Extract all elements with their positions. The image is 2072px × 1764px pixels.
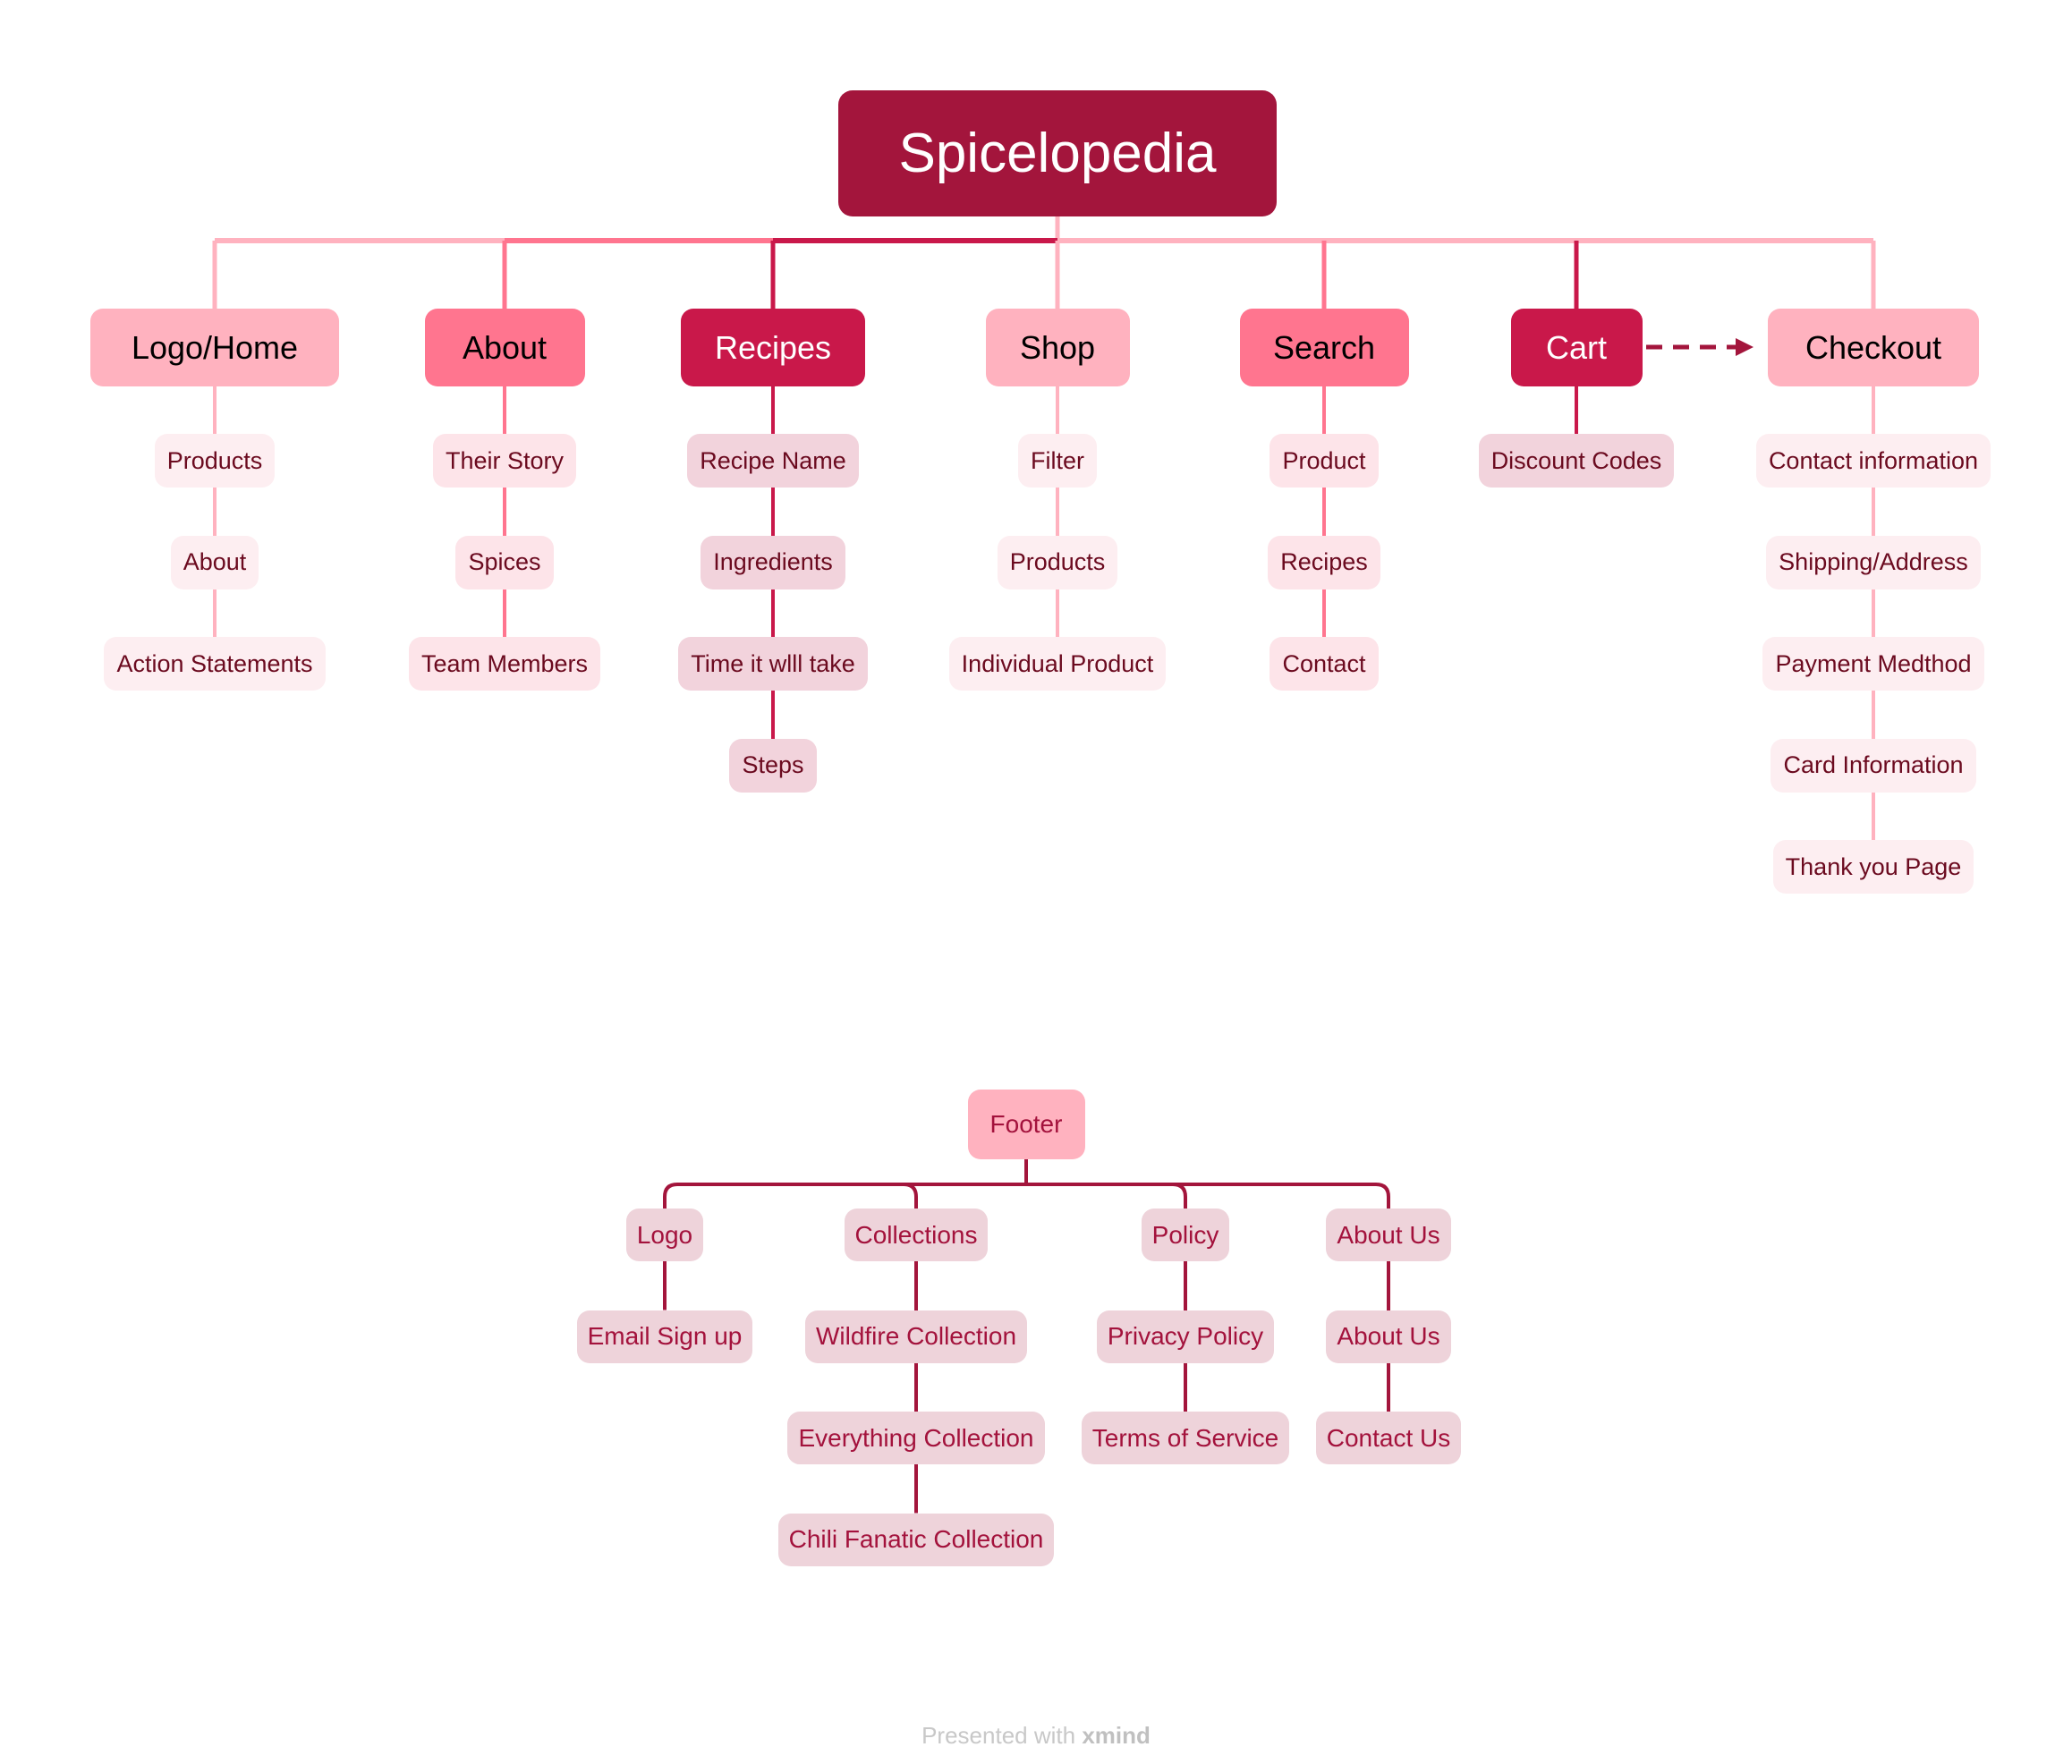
subtopic-recipes-steps-label: Steps xyxy=(742,751,804,778)
topic-logo-home[interactable]: Logo/Home xyxy=(90,309,339,386)
subtopic-recipes-time-it-wlll-take[interactable]: Time it wlll take xyxy=(678,637,868,691)
footer-item-collections-wildfire-collection[interactable]: Wildfire Collection xyxy=(804,1310,1028,1363)
footer-item-collections-wildfire-collection-label: Wildfire Collection xyxy=(815,1322,1017,1350)
footer-group-logo[interactable]: Logo xyxy=(625,1209,704,1261)
subtopic-logo-home-about[interactable]: About xyxy=(170,535,259,589)
subtopic-checkout-thank-you-page[interactable]: Thank you Page xyxy=(1772,840,1974,894)
subtopic-cart-discount-codes-label: Discount Codes xyxy=(1490,446,1662,474)
subtopic-shop-filter-label: Filter xyxy=(1031,446,1084,474)
subtopic-recipes-time-it-wlll-take-label: Time it wlll take xyxy=(691,649,855,677)
subtopic-logo-home-action-statements[interactable]: Action Statements xyxy=(104,637,326,691)
subtopic-logo-home-products[interactable]: Products xyxy=(154,434,276,488)
footer-group-collections-label: Collections xyxy=(854,1220,978,1249)
footer-group-policy[interactable]: Policy xyxy=(1141,1209,1230,1261)
subtopic-logo-home-action-statements-label: Action Statements xyxy=(116,649,313,677)
footer-item-policy-terms-of-service[interactable]: Terms of Service xyxy=(1081,1412,1290,1464)
watermark-brand: xmind xyxy=(1082,1722,1151,1749)
subtopic-recipes-recipe-name-label: Recipe Name xyxy=(700,446,846,474)
subtopic-cart-discount-codes[interactable]: Discount Codes xyxy=(1478,434,1675,488)
footer-group-collections[interactable]: Collections xyxy=(844,1209,989,1261)
footer-item-collections-everything-collection-label: Everything Collection xyxy=(798,1423,1034,1452)
footer-item-policy-terms-of-service-label: Terms of Service xyxy=(1091,1423,1279,1452)
subtopic-checkout-card-information[interactable]: Card Information xyxy=(1771,738,1976,793)
subtopic-recipes-ingredients-label: Ingredients xyxy=(713,548,833,575)
subtopic-search-contact[interactable]: Contact xyxy=(1270,637,1379,691)
footer-topic[interactable]: Footer xyxy=(967,1090,1085,1159)
topic-cart-label: Cart xyxy=(1545,328,1607,366)
watermark: Presented with xmind xyxy=(0,1722,2072,1750)
subtopic-checkout-shipping-address[interactable]: Shipping/Address xyxy=(1766,535,1981,589)
topic-checkout[interactable]: Checkout xyxy=(1768,309,1979,386)
footer-connector-bar xyxy=(663,1183,1390,1209)
footer-topic-label: Footer xyxy=(989,1110,1063,1138)
subtopic-checkout-thank-you-page-label: Thank you Page xyxy=(1785,852,1962,880)
footer-item-logo-email-sign-up-label: Email Sign up xyxy=(587,1322,743,1350)
footer-group-about-us-label: About Us xyxy=(1337,1220,1440,1249)
footer-item-policy-privacy-policy[interactable]: Privacy Policy xyxy=(1096,1310,1275,1363)
topic-about-label: About xyxy=(462,328,548,366)
topic-about[interactable]: About xyxy=(424,309,585,386)
subtopic-about-spices[interactable]: Spices xyxy=(455,535,554,589)
subtopic-checkout-contact-information[interactable]: Contact information xyxy=(1755,434,1991,488)
footer-item-logo-email-sign-up[interactable]: Email Sign up xyxy=(576,1310,753,1363)
subtopic-search-contact-label: Contact xyxy=(1282,649,1366,677)
subtopic-about-spices-label: Spices xyxy=(468,548,541,575)
root-topic-spicelopedia-label: Spicelopedia xyxy=(898,123,1217,184)
footer-item-about-us-about-us-label: About Us xyxy=(1337,1322,1440,1350)
subtopic-search-product[interactable]: Product xyxy=(1270,434,1379,488)
footer-item-collections-chili-fanatic-collection[interactable]: Chili Fanatic Collection xyxy=(777,1513,1055,1566)
watermark-prefix: Presented with xyxy=(921,1722,1083,1749)
subtopic-shop-individual-product[interactable]: Individual Product xyxy=(948,637,1167,691)
topic-shop[interactable]: Shop xyxy=(985,309,1130,386)
topic-logo-home-label: Logo/Home xyxy=(131,328,299,366)
subtopic-checkout-shipping-address-label: Shipping/Address xyxy=(1779,548,1968,575)
subtopic-search-recipes-label: Recipes xyxy=(1280,548,1368,575)
subtopic-checkout-payment-medthod-label: Payment Medthod xyxy=(1775,649,1972,677)
topic-shop-label: Shop xyxy=(1019,328,1096,366)
subtopic-about-their-story-label: Their Story xyxy=(445,446,565,474)
footer-connector-branch-collections xyxy=(903,1183,918,1209)
root-topic-spicelopedia[interactable]: Spicelopedia xyxy=(838,90,1277,216)
topic-cart[interactable]: Cart xyxy=(1510,309,1643,386)
subtopic-search-product-label: Product xyxy=(1282,446,1366,474)
topic-recipes[interactable]: Recipes xyxy=(681,309,865,386)
footer-item-collections-everything-collection[interactable]: Everything Collection xyxy=(787,1412,1045,1464)
subtopic-about-team-members[interactable]: Team Members xyxy=(408,637,601,691)
subtopic-checkout-payment-medthod[interactable]: Payment Medthod xyxy=(1762,637,1984,691)
footer-item-collections-chili-fanatic-collection-label: Chili Fanatic Collection xyxy=(788,1525,1044,1553)
subtopic-checkout-card-information-label: Card Information xyxy=(1783,751,1964,778)
subtopic-recipes-steps[interactable]: Steps xyxy=(729,738,817,793)
footer-item-about-us-contact-us-label: Contact Us xyxy=(1326,1423,1451,1452)
footer-group-logo-label: Logo xyxy=(636,1220,693,1249)
subtopic-shop-products[interactable]: Products xyxy=(997,535,1118,589)
footer-item-policy-privacy-policy-label: Privacy Policy xyxy=(1107,1322,1264,1350)
topic-checkout-label: Checkout xyxy=(1805,328,1942,366)
topic-search-label: Search xyxy=(1272,328,1376,366)
subtopic-shop-individual-product-label: Individual Product xyxy=(961,649,1154,677)
subtopic-checkout-contact-information-label: Contact information xyxy=(1768,446,1979,474)
subtopic-shop-filter[interactable]: Filter xyxy=(1018,434,1097,488)
arrowhead-icon xyxy=(1736,338,1754,356)
subtopic-about-their-story[interactable]: Their Story xyxy=(432,434,577,488)
footer-group-about-us[interactable]: About Us xyxy=(1326,1209,1451,1261)
subtopic-shop-products-label: Products xyxy=(1009,548,1106,575)
footer-item-about-us-about-us[interactable]: About Us xyxy=(1326,1310,1451,1363)
footer-item-about-us-contact-us[interactable]: Contact Us xyxy=(1315,1412,1462,1464)
footer-connector-branch-policy xyxy=(1172,1183,1187,1209)
subtopic-recipes-recipe-name[interactable]: Recipe Name xyxy=(687,434,859,488)
subtopic-recipes-ingredients[interactable]: Ingredients xyxy=(701,535,845,589)
footer-group-policy-label: Policy xyxy=(1151,1220,1219,1249)
topic-search[interactable]: Search xyxy=(1239,309,1409,386)
subtopic-logo-home-about-label: About xyxy=(183,548,247,575)
subtopic-logo-home-products-label: Products xyxy=(166,446,263,474)
subtopic-search-recipes[interactable]: Recipes xyxy=(1268,535,1380,589)
subtopic-about-team-members-label: Team Members xyxy=(420,649,589,677)
topic-recipes-label: Recipes xyxy=(714,328,832,366)
